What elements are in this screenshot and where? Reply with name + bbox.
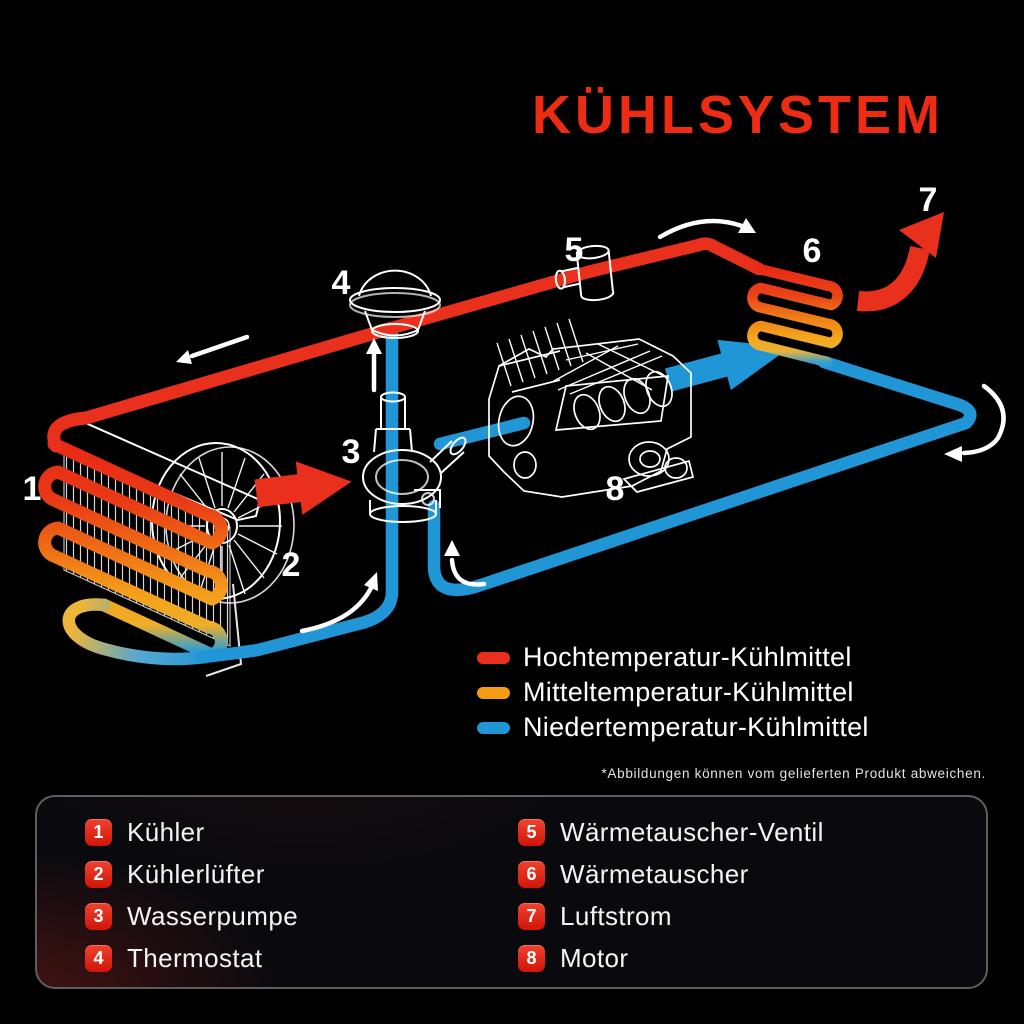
part-number-badge: 7 <box>518 902 545 930</box>
legend-row-cold: Niedertemperatur-Kühlmittel <box>477 710 869 745</box>
marker-5: 5 <box>565 231 584 269</box>
part-label: Luftstrom <box>560 900 672 931</box>
marker-2: 2 <box>282 546 301 584</box>
list-item: 4 Thermostat <box>85 937 518 979</box>
valve-icon <box>554 244 615 302</box>
legend-label: Mitteltemperatur-Kühlmittel <box>523 677 854 707</box>
parts-column-right: 5 Wärmetauscher-Ventil 6 Wärmetauscher 7… <box>518 811 976 979</box>
hot-coolant-swatch <box>477 651 510 664</box>
legend-label: Niedertemperatur-Kühlmittel <box>523 712 869 742</box>
heat-exchanger-coil <box>747 263 843 368</box>
marker-6: 6 <box>803 232 822 270</box>
legend-row-hot: Hochtemperatur-Kühlmittel <box>477 640 869 675</box>
list-item: 7 Luftstrom <box>518 895 976 937</box>
diagram-markers: 1 2 3 4 5 6 7 8 <box>23 181 938 584</box>
marker-7: 7 <box>919 181 938 219</box>
cold-air-arrow <box>665 339 790 392</box>
part-number-badge: 4 <box>85 944 112 972</box>
engine-icon <box>488 318 695 498</box>
part-label: Kühler <box>127 816 205 847</box>
water-pump-icon <box>362 391 467 523</box>
legend: Hochtemperatur-Kühlmittel Mitteltemperat… <box>477 640 869 745</box>
list-item: 1 Kühler <box>85 811 518 853</box>
cold-coolant-swatch <box>477 721 510 734</box>
marker-8: 8 <box>606 470 625 508</box>
part-label: Wärmetauscher <box>560 858 749 889</box>
marker-3: 3 <box>342 433 361 471</box>
part-label: Motor <box>560 942 629 973</box>
part-number-badge: 5 <box>518 818 545 846</box>
legend-row-mid: Mitteltemperatur-Kühlmittel <box>477 675 869 710</box>
parts-column-left: 1 Kühler 2 Kühlerlüfter 3 Wasserpumpe 4 … <box>85 811 518 979</box>
thermostat-icon <box>349 269 441 339</box>
marker-4: 4 <box>332 264 351 302</box>
part-label: Thermostat <box>127 942 263 973</box>
disclaimer-text: *Abbildungen können vom gelieferten Prod… <box>601 766 986 781</box>
mid-coolant-swatch <box>477 686 510 699</box>
radiator-coil <box>38 437 228 662</box>
list-item: 5 Wärmetauscher-Ventil <box>518 811 976 853</box>
flow-direction-arrows <box>176 218 1006 634</box>
legend-label: Hochtemperatur-Kühlmittel <box>523 642 852 672</box>
part-number-badge: 2 <box>85 860 112 888</box>
parts-list-panel: 1 Kühler 2 Kühlerlüfter 3 Wasserpumpe 4 … <box>35 795 988 989</box>
part-number-badge: 3 <box>85 902 112 930</box>
list-item: 2 Kühlerlüfter <box>85 853 518 895</box>
marker-1: 1 <box>23 470 42 508</box>
part-number-badge: 8 <box>518 944 545 972</box>
list-item: 6 Wärmetauscher <box>518 853 976 895</box>
part-number-badge: 6 <box>518 860 545 888</box>
list-item: 3 Wasserpumpe <box>85 895 518 937</box>
airflow-arrow <box>856 212 944 312</box>
coolant-pipes-hot <box>47 237 766 453</box>
page-title: KÜHLSYSTEM <box>531 85 944 145</box>
part-label: Wärmetauscher-Ventil <box>560 816 824 847</box>
part-number-badge: 1 <box>85 818 112 846</box>
list-item: 8 Motor <box>518 937 976 979</box>
hot-air-arrow <box>254 461 352 515</box>
part-label: Wasserpumpe <box>127 900 299 931</box>
part-label: Kühlerlüfter <box>127 858 265 889</box>
